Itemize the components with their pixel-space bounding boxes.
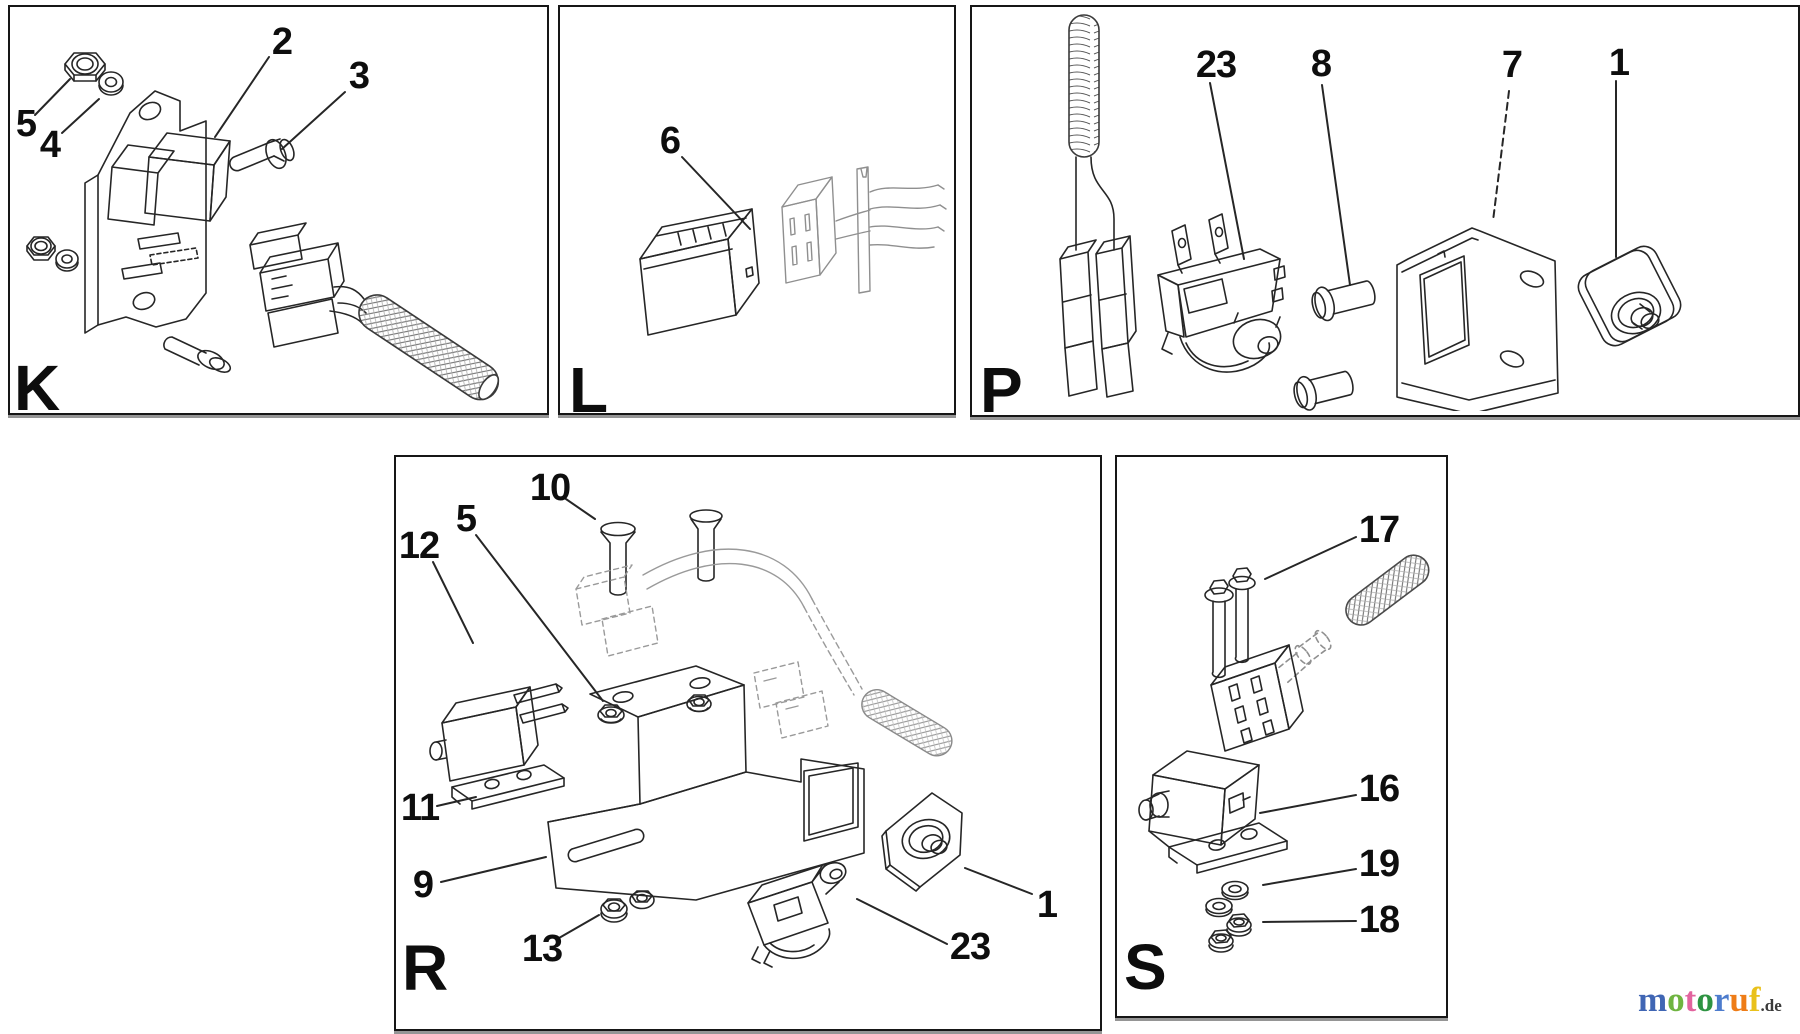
panel-r: 10 5 12 11 9 13 23 1 R <box>394 455 1102 1031</box>
panel-letter-p: P <box>980 354 1023 427</box>
callout-k-4: 4 <box>39 124 61 166</box>
panel-k: 5 4 2 3 K <box>8 5 549 420</box>
leader-line <box>682 157 750 229</box>
callout-k-2: 2 <box>271 21 293 63</box>
callout-r-5: 5 <box>455 498 477 540</box>
nut-icon <box>1209 914 1251 952</box>
logo-suffix: .de <box>1760 996 1782 1015</box>
callout-k-5: 5 <box>15 103 37 145</box>
callout-s-19: 19 <box>1358 843 1400 885</box>
bolt-icon <box>1205 568 1255 677</box>
leader-lines <box>1210 81 1616 285</box>
switch-drawing <box>1139 751 1287 873</box>
panel-p-drawing <box>972 7 1794 411</box>
panel-letter-k: K <box>14 352 61 425</box>
cable-connector-drawing <box>1211 549 1435 751</box>
washer-icon <box>1206 882 1248 917</box>
callout-r-1: 1 <box>1036 884 1058 926</box>
nut-icon <box>65 53 105 81</box>
push-button-drawing <box>882 793 962 891</box>
screw-icon <box>601 510 722 595</box>
panel-l: 6 L <box>558 5 956 422</box>
relay-drawing <box>640 209 759 335</box>
relay-bracket-drawing <box>85 91 230 333</box>
panel-r-drawing <box>396 457 1096 1025</box>
mounting-bracket-drawing <box>548 666 864 900</box>
callout-p-7: 7 <box>1501 44 1523 86</box>
washer-icon <box>99 72 123 95</box>
bracket-drawing <box>1397 228 1558 411</box>
rivet-icon <box>1291 275 1378 411</box>
push-button-drawing <box>1574 242 1686 351</box>
callout-p-23: 23 <box>1195 44 1237 86</box>
callout-s-18: 18 <box>1358 899 1400 941</box>
switch-drawing <box>430 684 568 809</box>
panel-k-drawing <box>10 7 543 409</box>
panel-s-drawing <box>1117 457 1442 1012</box>
wire-harness-drawing <box>576 549 957 761</box>
callout-r-9: 9 <box>412 864 434 906</box>
wire-harness-drawing <box>250 223 505 407</box>
callout-r-10: 10 <box>529 467 571 509</box>
motoruf-logo-letters: motoruf <box>1638 980 1761 1019</box>
callout-r-11: 11 <box>400 787 440 829</box>
callout-s-16: 16 <box>1358 768 1400 810</box>
leader-lines <box>35 57 345 149</box>
nut-icon <box>27 237 55 260</box>
panel-l-drawing <box>560 7 950 409</box>
panel-p: 23 8 7 1 P <box>970 5 1800 422</box>
callout-s-17: 17 <box>1358 509 1400 551</box>
panel-s: 17 16 19 18 S <box>1115 455 1448 1018</box>
panel-letter-r: R <box>402 932 449 1005</box>
leader-lines <box>433 497 1032 944</box>
switch-drawing <box>748 859 848 967</box>
switch-drawing <box>1158 214 1286 372</box>
relay-socket-drawing <box>782 167 946 293</box>
washer-icon <box>56 250 78 271</box>
cable-connector-drawing <box>1060 15 1136 397</box>
callout-p-1: 1 <box>1608 42 1630 84</box>
callout-k-3: 3 <box>348 55 370 97</box>
callout-p-8: 8 <box>1310 43 1332 85</box>
callout-r-23: 23 <box>949 926 991 968</box>
callout-l-6: 6 <box>659 120 681 162</box>
callout-r-13: 13 <box>521 928 563 970</box>
bolt-icon <box>164 337 233 375</box>
panel-letter-l: L <box>569 354 609 427</box>
motoruf-logo: motoruf.de <box>1638 982 1782 1017</box>
panel-letter-s: S <box>1124 931 1167 1004</box>
nut-icon <box>601 891 654 922</box>
callout-r-12: 12 <box>398 525 440 567</box>
leader-lines <box>1260 537 1356 922</box>
bolt-icon <box>230 137 297 172</box>
